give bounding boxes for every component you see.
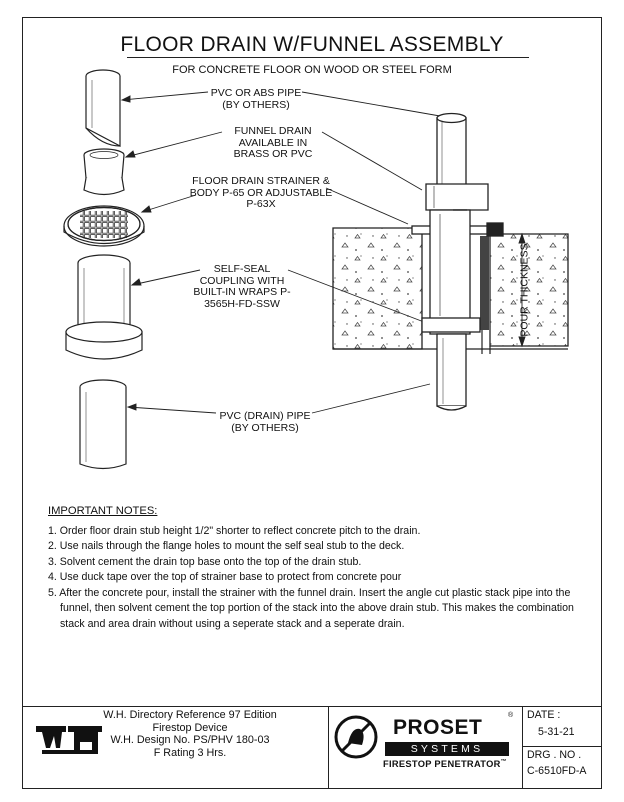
label-funnel-drain: FUNNEL DRAIN AVAILABLE IN BRASS OR PVC [233, 125, 313, 160]
strainer-grate-part [63, 205, 145, 247]
funnel-drain-part [83, 148, 125, 196]
title-block [23, 706, 601, 789]
drawing-title: FLOOR DRAIN W/FUNNEL ASSEMBLY [120, 33, 504, 56]
wh-logo: WH [36, 726, 102, 754]
pour-thickness-dimension [518, 232, 526, 348]
pvc-drain-pipe-part [79, 379, 127, 470]
reference-line: Firestop Device [152, 721, 228, 734]
self-seal-coupling-part [65, 254, 143, 360]
date-drg-divider [522, 746, 601, 747]
note-item: 4. Use duck tape over the top of straine… [48, 571, 402, 583]
title-block-divider [328, 706, 329, 788]
title-block-divider [522, 706, 523, 788]
note-item: 1. Order floor drain stub height 1/2" sh… [48, 524, 421, 537]
wh-reference: W.H. Directory Reference 97 Edition Fire… [80, 709, 300, 759]
reference-line: W.H. Design No. PS/PHV 180-03 [110, 734, 270, 746]
reference-line: F Rating 3 Hrs. [153, 746, 227, 759]
brand-systems: SYSTEMS [385, 742, 509, 756]
label-coupling: SELF-SEAL COUPLING WITH BUILT-IN WRAPS P… [193, 263, 291, 310]
date-label: DATE : [527, 709, 561, 721]
drg-label: DRG . NO . [527, 749, 582, 761]
date-value: 5-31-21 [538, 726, 575, 738]
firestop-badge-icon [334, 715, 378, 759]
important-notes: IMPORTANT NOTES: 1. Order floor drain st… [48, 504, 593, 632]
leader-lines [120, 91, 441, 414]
concrete-slab [332, 227, 569, 350]
note-item: 3. Solvent cement the drain top base ont… [48, 555, 362, 568]
assembly-drawing [63, 69, 569, 470]
registered-mark: ® [508, 712, 514, 719]
brand-tagline: FIRESTOP PENETRATOR™ [383, 759, 507, 770]
notes-heading: IMPORTANT NOTES: [48, 505, 158, 517]
drawing-frame [22, 17, 602, 789]
title-underline [127, 57, 529, 58]
installed-stack [411, 112, 504, 411]
brand-name: PROSET [393, 716, 483, 739]
note-item: 5. After the concrete pour, install the … [48, 586, 574, 630]
reference-line: W.H. Directory Reference 97 Edition [103, 709, 277, 721]
drawing-subtitle: FOR CONCRETE FLOOR ON WOOD OR STEEL FORM [172, 64, 452, 76]
drg-value: C-6510FD-A [527, 765, 587, 777]
svg-text:WH: WH [69, 745, 71, 747]
pvc-pipe-top-part [85, 69, 121, 147]
note-item: 2. Use nails through the flange holes to… [48, 540, 405, 552]
label-pvc-drain-pipe: PVC (DRAIN) PIPE (BY OTHERS) [219, 410, 311, 434]
label-pvc-pipe-top: PVC OR ABS PIPE (BY OTHERS) [210, 87, 302, 111]
label-strainer: FLOOR DRAIN STRAINER & BODY P-65 OR ADJU… [189, 175, 333, 210]
label-pour-thickness: POUR THICKNESS [518, 243, 531, 337]
